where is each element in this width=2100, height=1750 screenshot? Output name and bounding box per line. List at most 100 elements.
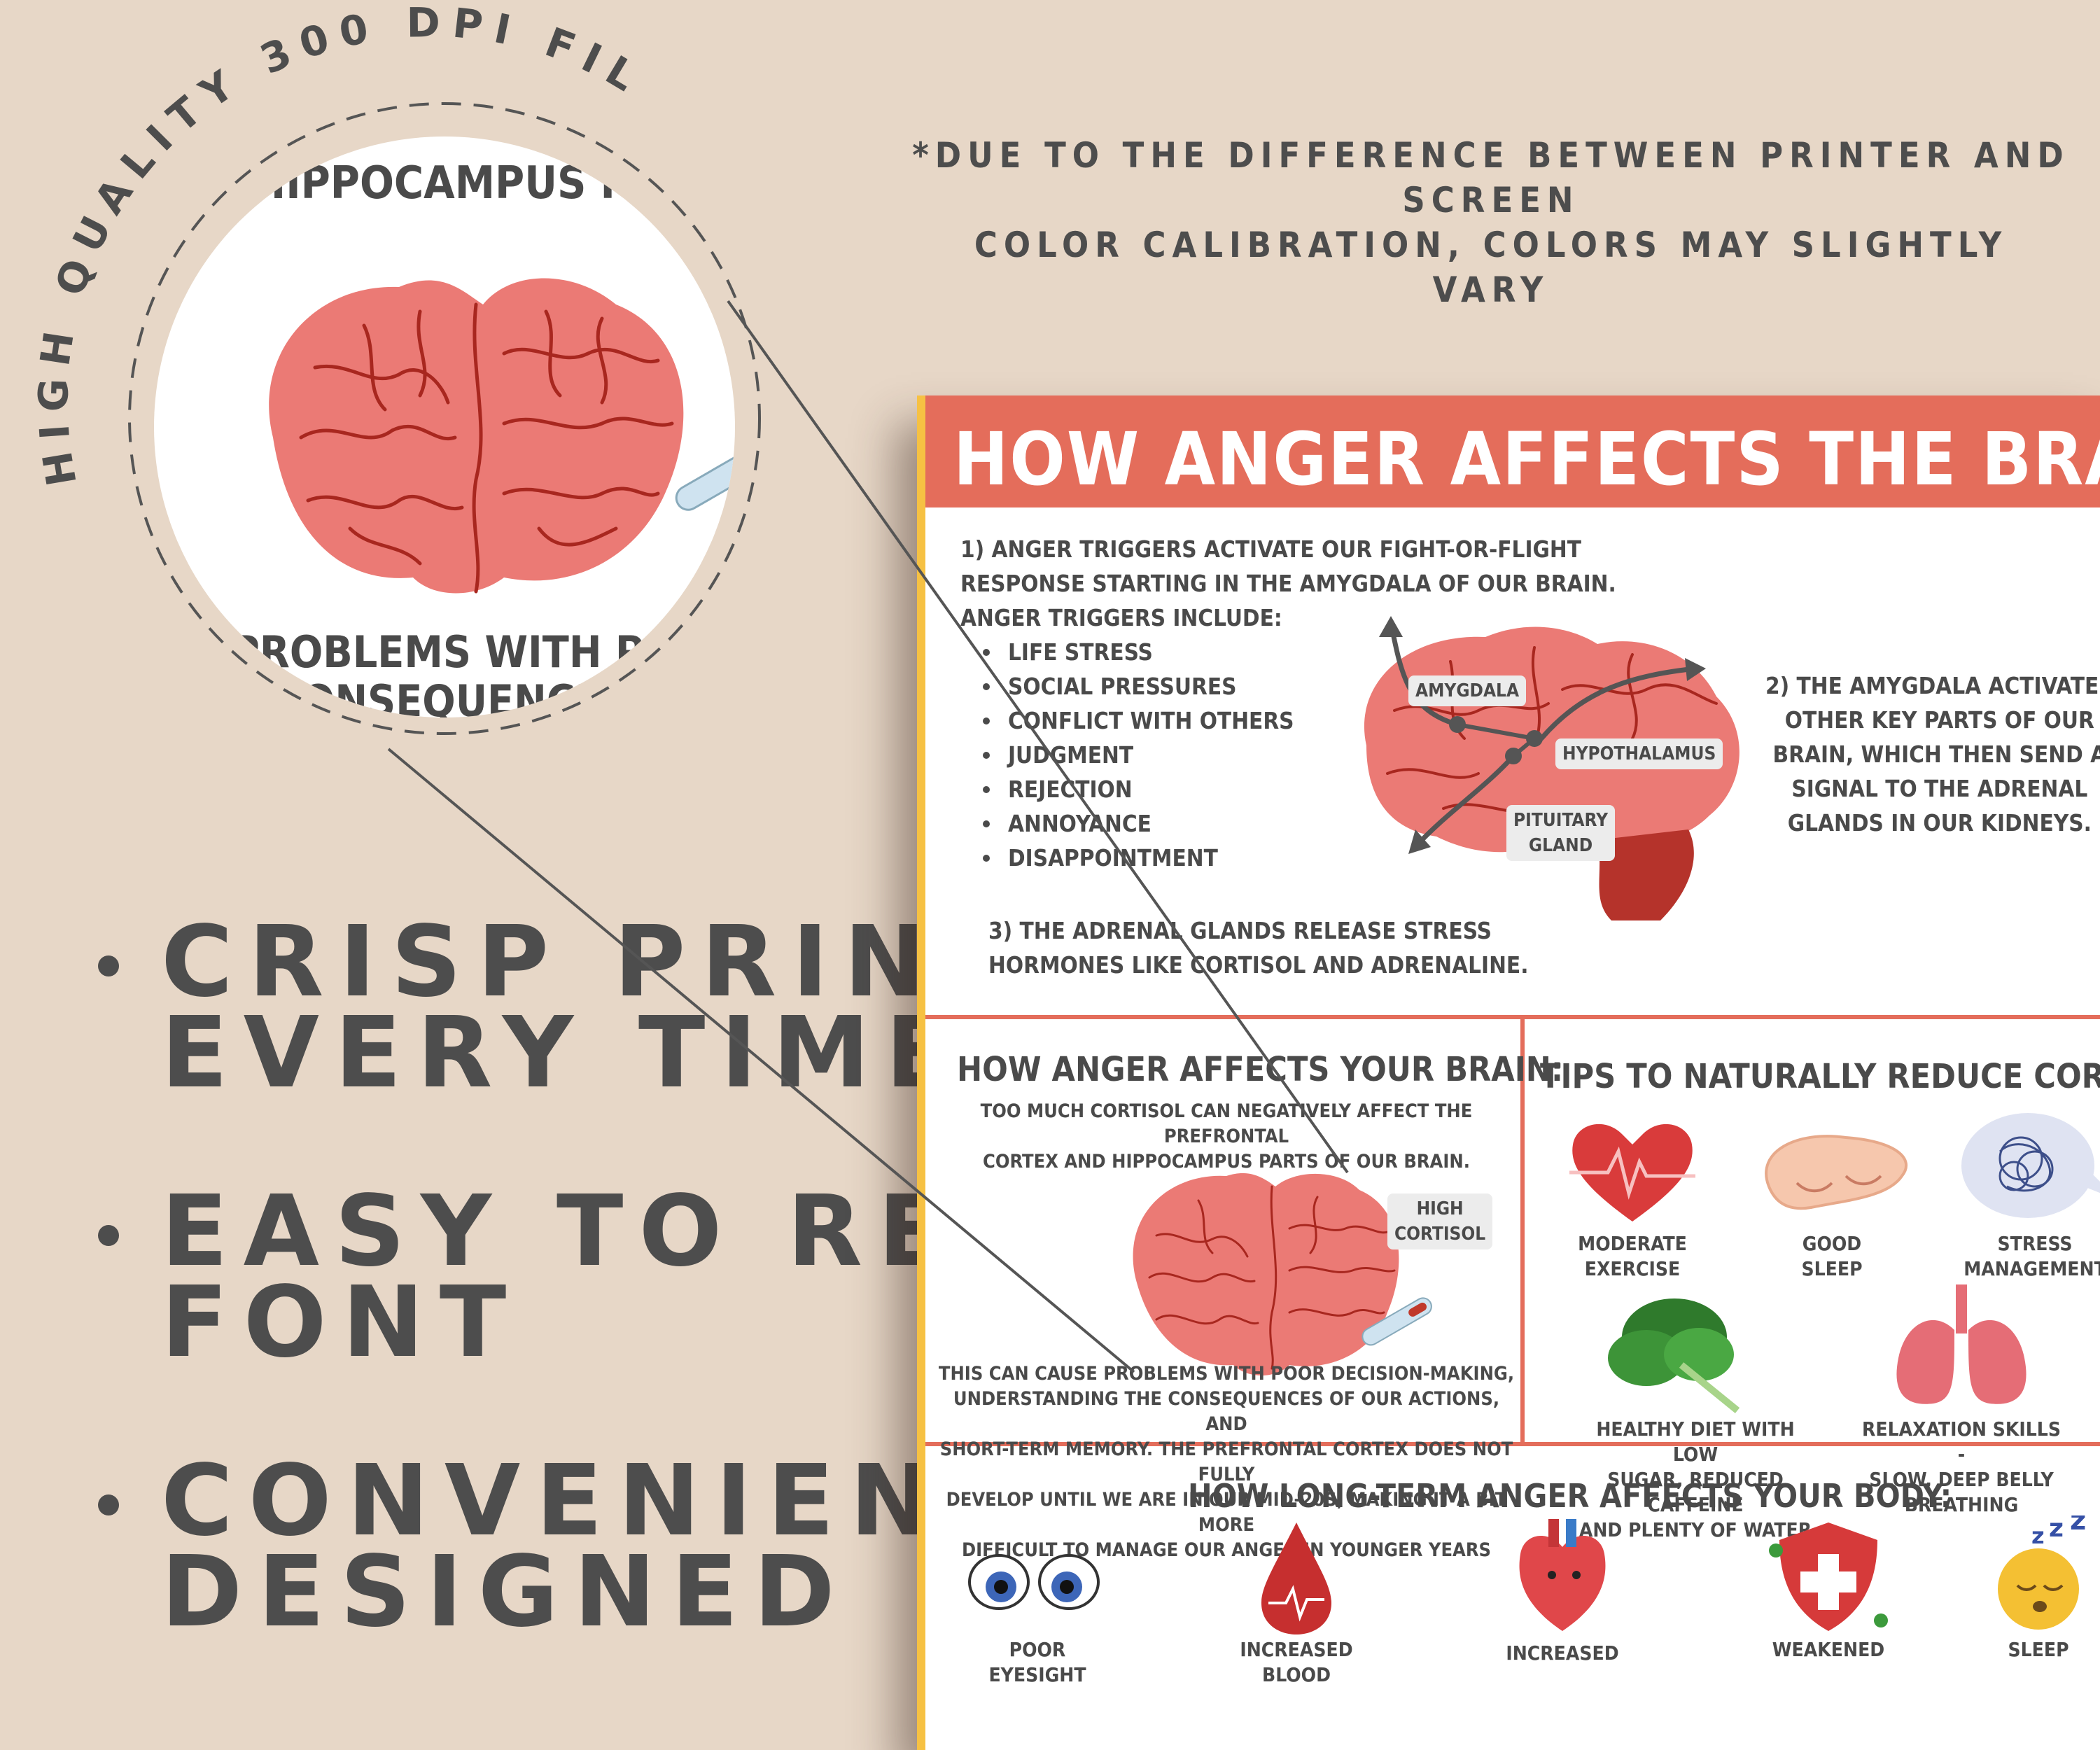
body-effect-caption: WEAKENED: [1744, 1637, 1912, 1662]
step-2-text: 2) THE AMYGDALA ACTIVATES OTHER KEY PART…: [1765, 668, 2100, 840]
body-effect-caption: INCREASED: [1478, 1641, 1646, 1666]
step-2-line: 2) THE AMYGDALA ACTIVATES: [1765, 672, 2100, 699]
zoom-brain-image: [269, 278, 735, 594]
eyes-icon: [968, 1554, 1100, 1610]
tip-caption-line: STRESS: [1997, 1232, 2073, 1255]
step-1-line-3: ANGER TRIGGERS INCLUDE:: [960, 604, 1282, 631]
body-effect-heart: INCREASED: [1478, 1512, 1646, 1666]
tip-caption-line: SLEEP: [1801, 1257, 1863, 1280]
bullet-dot: [98, 1225, 119, 1246]
amygdala-label: AMYGDALA: [1408, 676, 1527, 706]
step-1-line-2: RESPONSE STARTING IN THE AMYGDALA OF OUR…: [960, 570, 1616, 597]
sleepy-face-icon: z z z: [1998, 1504, 2086, 1630]
high-cortisol-line-1: HIGH: [1416, 1198, 1464, 1219]
tip-caption-line: HEALTHY DIET WITH LOW: [1596, 1418, 1795, 1466]
body-caption-line: WEAKENED: [1772, 1638, 1885, 1661]
body-effect-sleep: z z z SLEEP: [1968, 1504, 2100, 1662]
trigger-item: JUDGMENT: [960, 738, 1616, 772]
heart-icon: [1569, 1124, 1695, 1222]
zoom-bottom-text-2: CONSEQUENCES OF: [273, 676, 704, 718]
trigger-item: DISAPPOINTMENT: [960, 841, 1616, 875]
tip-caption: GOOD SLEEP: [1741, 1231, 1923, 1282]
pituitary-label-line-1: PITUITARY: [1513, 810, 1609, 831]
brain-body-line: UNDERSTANDING THE CONSEQUENCES OF OUR AC…: [953, 1388, 1500, 1435]
heart-character-icon: [1519, 1519, 1606, 1631]
tip-caption-line: BREATHING: [1904, 1493, 2019, 1516]
tip-caption: HEALTHY DIET WITH LOW SUGAR, REDUCED CAF…: [1576, 1417, 1814, 1543]
poster: HOW ANGER AFFECTS THE BRAIN AND BODY 1) …: [917, 396, 2100, 1750]
tip-healthy-diet: HEALTHY DIET WITH LOW SUGAR, REDUCED CAF…: [1576, 1281, 1814, 1543]
body-effect-eyesight: POOR EYESIGHT: [953, 1530, 1121, 1688]
shield-icon: [1769, 1522, 1888, 1631]
tip-caption: MODERATE EXERCISE: [1541, 1231, 1723, 1282]
lungs-icon: [1896, 1284, 2026, 1404]
body-section-title: HOW LONG-TERM ANGER AFFECTS YOUR BODY:: [1188, 1477, 1952, 1515]
body-caption-line: SLEEP: [2008, 1638, 2069, 1661]
column-divider: [1520, 1015, 1525, 1442]
trigger-item: ANNOYANCE: [960, 806, 1616, 841]
high-cortisol-label: HIGH CORTISOL: [1387, 1194, 1493, 1250]
hypothalamus-label: HYPOTHALAMUS: [1555, 738, 1723, 769]
trigger-item: SOCIAL PRESSURES: [960, 669, 1616, 704]
svg-text:z: z: [2049, 1516, 2064, 1543]
blood-drop-icon: [1261, 1522, 1331, 1634]
tip-caption-line: RELAXATION SKILLS -: [1862, 1418, 2061, 1466]
body-effect-caption: INCREASED BLOOD: [1212, 1637, 1380, 1688]
body-caption-line: BLOOD: [1262, 1663, 1331, 1686]
brain-body-line: THIS CAN CAUSE PROBLEMS WITH POOR DECISI…: [938, 1363, 1515, 1385]
poster-title: HOW ANGER AFFECTS THE BRAIN AND BODY: [953, 416, 2100, 502]
brain-section-title: HOW ANGER AFFECTS YOUR BRAIN:: [957, 1050, 1564, 1089]
trigger-list: LIFE STRESS SOCIAL PRESSURES CONFLICT WI…: [960, 635, 1616, 875]
spinach-icon: [1608, 1298, 1740, 1413]
section-divider: [925, 1442, 2100, 1446]
tips-section-title: TIPS TO NATURALLY REDUCE CORTISOL: [1540, 1057, 2100, 1096]
body-effect-immune: WEAKENED: [1744, 1516, 1912, 1662]
tip-caption-line: AND PLENTY OF WATER: [1578, 1518, 1812, 1541]
brain-intro-line-1: TOO MUCH CORTISOL CAN NEGATIVELY AFFECT …: [980, 1100, 1473, 1147]
feature-2-line-2: FONT: [161, 1266, 522, 1380]
trigger-item: LIFE STRESS: [960, 635, 1616, 669]
brain-intro-line-2: CORTEX AND HIPPOCAMPUS PARTS OF OUR BRAI…: [983, 1151, 1470, 1172]
tip-relaxation-skills: RELAXATION SKILLS - SLOW, DEEP BELLY BRE…: [1856, 1281, 2066, 1518]
brain-cortisol-image: [1133, 1172, 1432, 1376]
step-1-text: 1) ANGER TRIGGERS ACTIVATE OUR FIGHT-OR-…: [960, 532, 1616, 875]
tip-moderate-exercise: MODERATE EXERCISE: [1541, 1110, 1723, 1282]
tip-caption-line: MODERATE: [1578, 1232, 1687, 1255]
step-2-line: BRAIN, WHICH THEN SEND A: [1772, 741, 2100, 768]
section-divider: [925, 1015, 2100, 1019]
poster-header: HOW ANGER AFFECTS THE BRAIN AND BODY: [925, 396, 2100, 507]
brain-body-line: DIFFICULT TO MANAGE OUR ANGER IN YOUNGER…: [961, 1539, 1492, 1561]
brain-body-line: SHORT-TERM MEMORY. THE PREFRONTAL CORTEX…: [939, 1438, 1513, 1485]
trigger-item: CONFLICT WITH OTHERS: [960, 704, 1616, 738]
step-3-line: 3) THE ADRENAL GLANDS RELEASE STRESS: [988, 917, 1492, 944]
step-1-line-1: 1) ANGER TRIGGERS ACTIVATE OUR FIGHT-OR-…: [960, 536, 1581, 563]
body-effect-caption: POOR EYESIGHT: [953, 1637, 1121, 1688]
high-cortisol-line-2: CORTISOL: [1394, 1224, 1486, 1245]
step-2-line: SIGNAL TO THE ADRENAL: [1791, 775, 2088, 802]
step-3-text: 3) THE ADRENAL GLANDS RELEASE STRESS HOR…: [988, 913, 1529, 982]
step-3-line: HORMONES LIKE CORTISOL AND ADRENALINE.: [988, 951, 1529, 979]
feature-1-line-2: EVERY TIME: [161, 996, 968, 1110]
pituitary-gland-label: PITUITARY GLAND: [1506, 805, 1616, 861]
tip-caption-line: GOOD: [1802, 1232, 1862, 1255]
disclaimer-line-1: *DUE TO THE DIFFERENCE BETWEEN PRINTER A…: [912, 135, 2070, 220]
body-caption-line: INCREASED: [1240, 1638, 1353, 1661]
body-effect-blood: INCREASED BLOOD: [1212, 1516, 1380, 1688]
body-caption-line: INCREASED: [1506, 1642, 1619, 1665]
tip-caption-line: SLOW, DEEP BELLY: [1869, 1468, 2054, 1491]
tip-caption: STRESS MANAGEMENT: [1944, 1231, 2100, 1282]
dashed-ring: [128, 102, 761, 735]
bullet-dot: [98, 1494, 119, 1516]
zoom-bottom-text-1: PROBLEMS WITH POOR DE: [231, 626, 735, 678]
color-disclaimer: *DUE TO THE DIFFERENCE BETWEEN PRINTER A…: [910, 133, 2072, 312]
zoom-top-text: HIPPOCAMPUS PARTS: [252, 158, 735, 209]
body-caption-line: POOR: [1009, 1638, 1066, 1661]
tip-caption-line: MANAGEMENT: [1963, 1257, 2100, 1280]
svg-text:z: z: [2031, 1522, 2045, 1549]
sleep-mask-icon: [1765, 1135, 1907, 1210]
tip-stress-management: STRESS MANAGEMENT: [1944, 1110, 2100, 1282]
tip-good-sleep: GOOD SLEEP: [1741, 1110, 1923, 1282]
thought-bubble-icon: [1961, 1113, 2100, 1218]
zoom-circle: HIPPOCAMPUS PARTS PROBLEMS WITH POOR DE …: [154, 136, 735, 718]
